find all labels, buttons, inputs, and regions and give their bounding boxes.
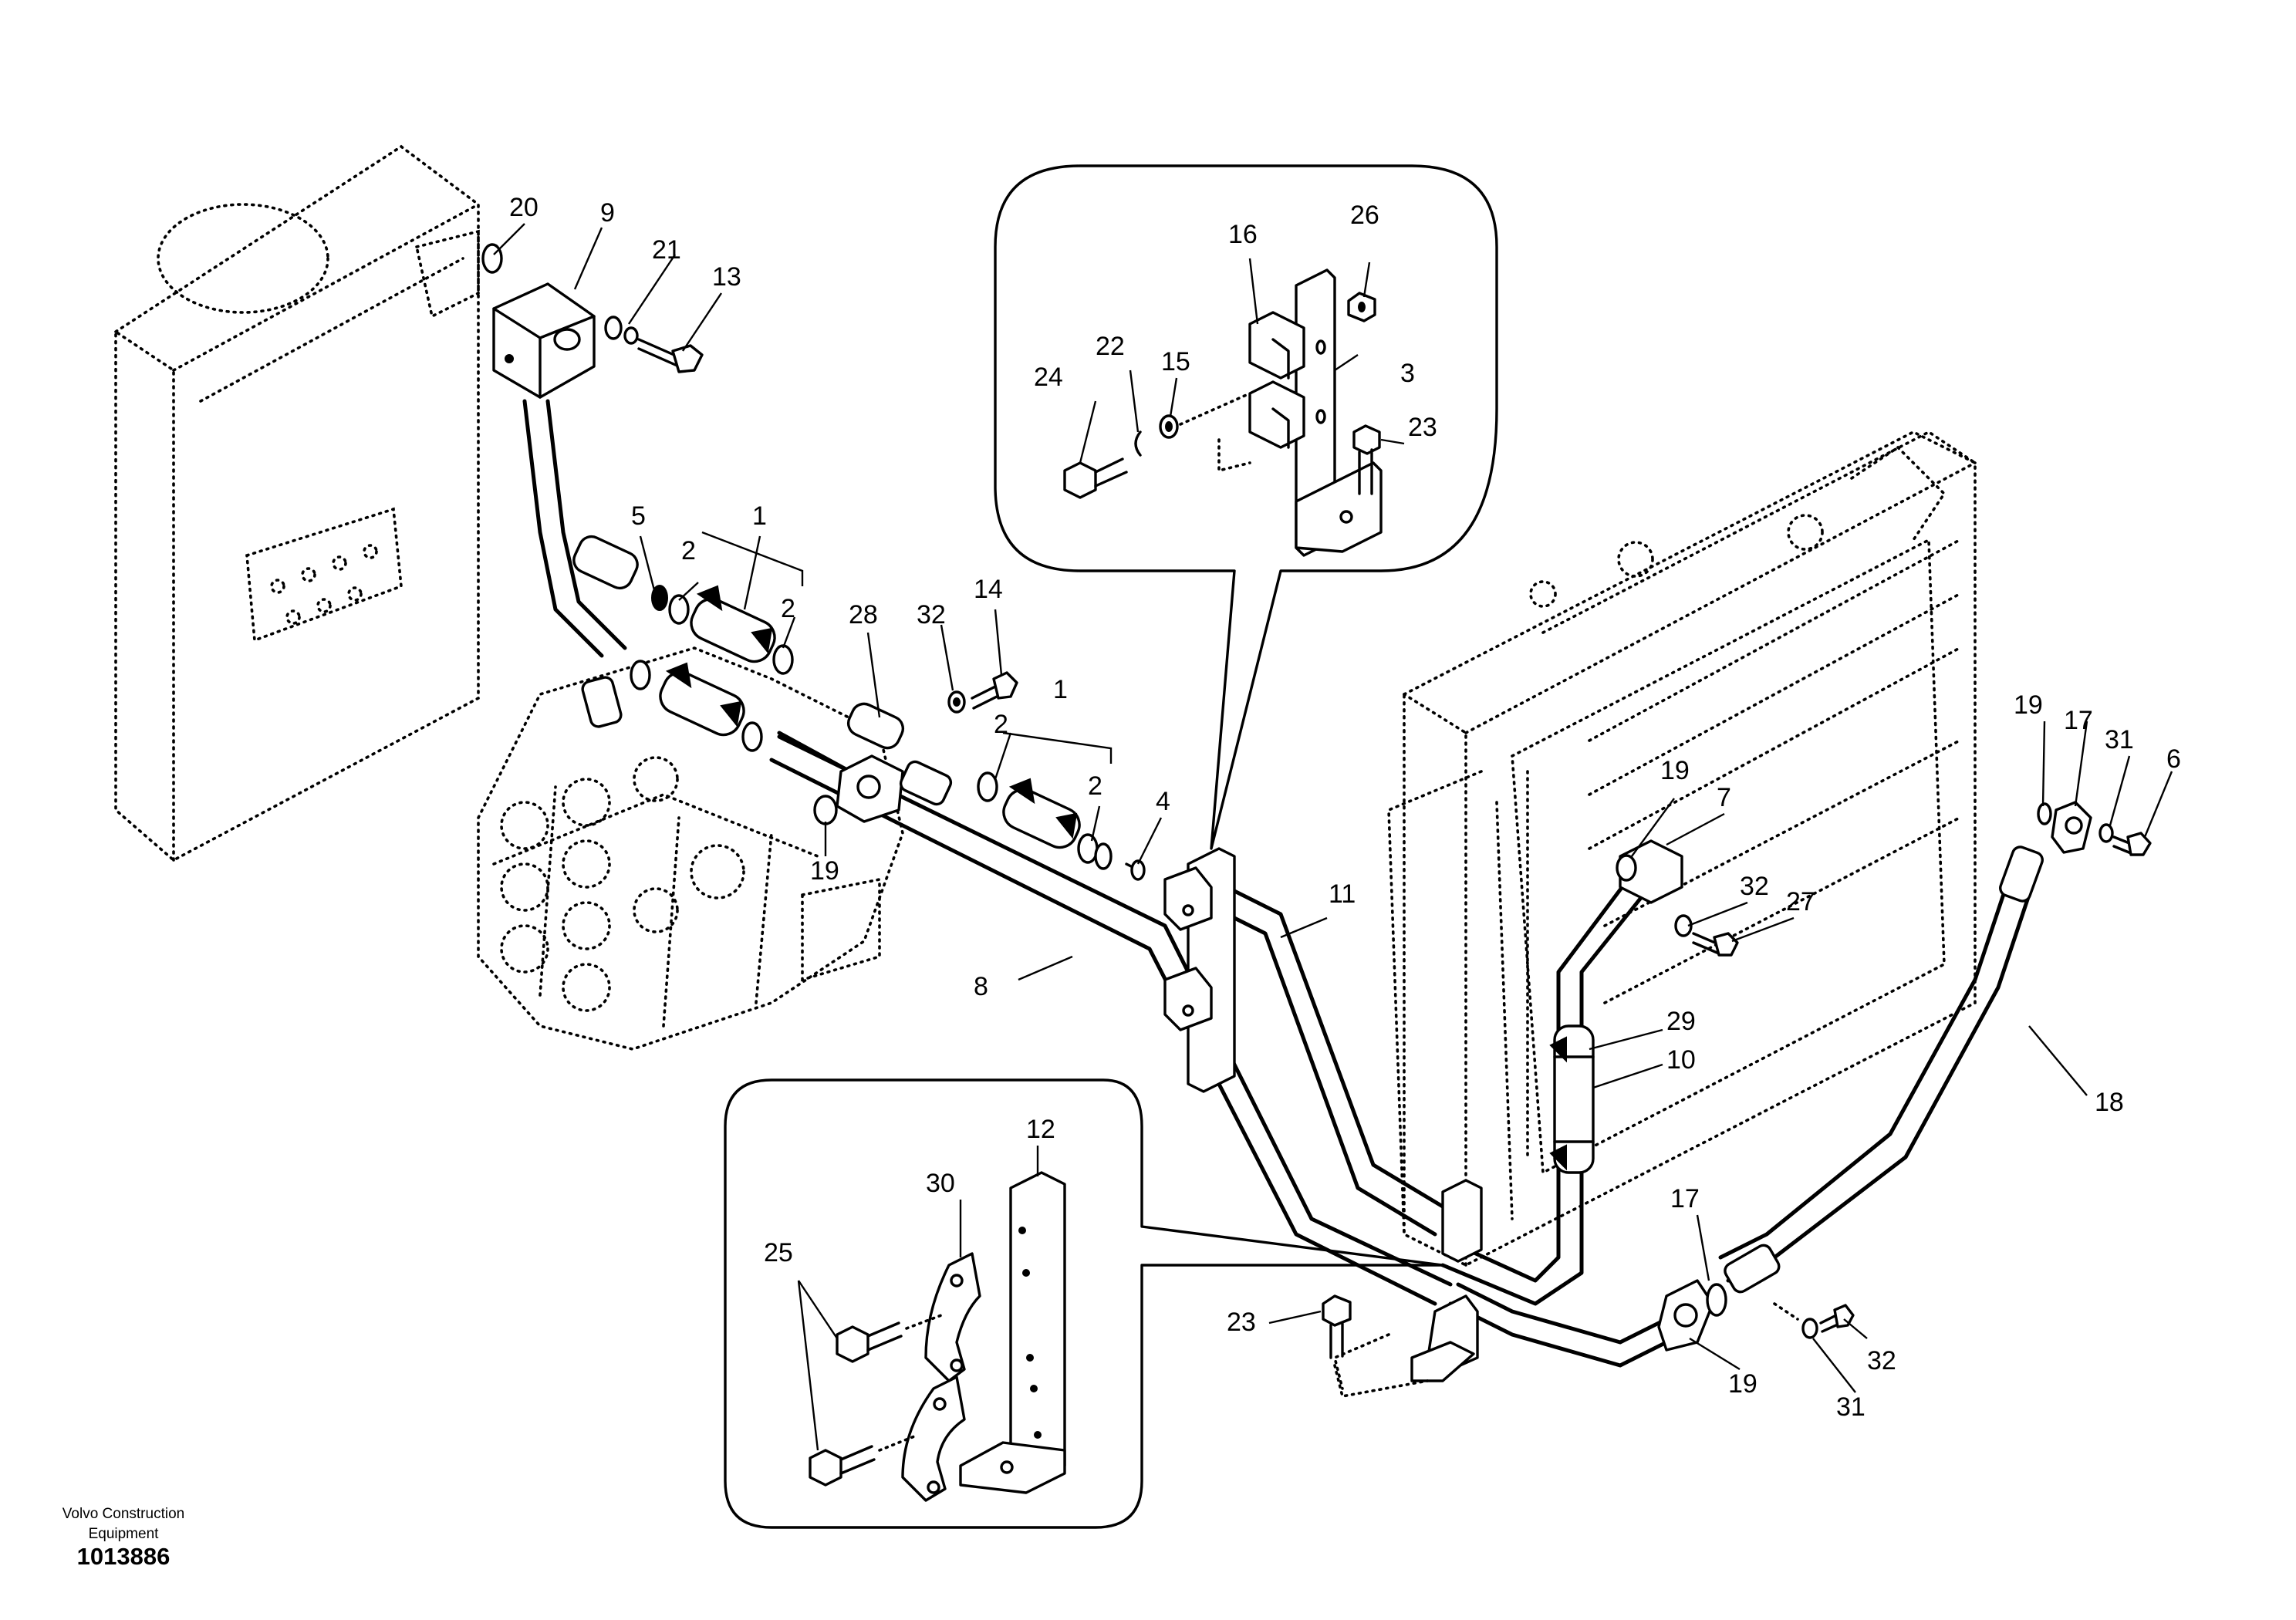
callout-5: 5 [631, 501, 646, 531]
callout-17a: 17 [2064, 706, 2093, 735]
callout-32b: 32 [1740, 872, 1769, 901]
callout-14: 14 [974, 575, 1003, 604]
callout-11: 11 [1329, 879, 1356, 909]
callout-10: 10 [1666, 1045, 1696, 1075]
callout-25: 25 [764, 1238, 793, 1267]
callout-31b: 31 [1836, 1392, 1866, 1422]
callout-2a: 2 [681, 536, 696, 565]
flange-17-upper [2037, 801, 2152, 856]
callout-24: 24 [1034, 363, 1063, 392]
callout-27: 27 [1786, 887, 1815, 916]
callout-19b: 19 [1660, 756, 1690, 785]
callout-4: 4 [1156, 787, 1170, 816]
callout-19a: 19 [810, 856, 839, 886]
callout-labels: 20 9 21 13 5 2 1 2 28 32 14 1 2 2 4 19 8… [509, 193, 2181, 1422]
callout-1a: 1 [752, 501, 767, 531]
callout-12: 12 [1026, 1115, 1055, 1144]
callout-16: 16 [1228, 220, 1258, 249]
callout-26: 26 [1350, 201, 1379, 230]
clamp-bracket-main [1163, 847, 1236, 1093]
bolt-14 [947, 671, 1018, 714]
bolt-13 [604, 316, 704, 373]
callout-23a: 23 [1408, 413, 1437, 442]
hose-assembly-upper [572, 535, 794, 675]
bolt-32-lower [1773, 1302, 1855, 1339]
clamp-bracket-lower [1332, 1179, 1483, 1390]
drawing-number: 1013886 [76, 1543, 171, 1570]
callout-30: 30 [926, 1169, 955, 1198]
callout-23b: 23 [1227, 1308, 1256, 1337]
callout-19c: 19 [2014, 690, 2043, 720]
callout-19d: 19 [1728, 1369, 1757, 1399]
callout-9: 9 [600, 198, 615, 228]
callout-1b: 1 [1053, 675, 1068, 704]
callout-8: 8 [974, 972, 988, 1001]
callout-32a: 32 [917, 600, 946, 629]
callout-32c: 32 [1867, 1346, 1896, 1375]
callout-3: 3 [1400, 359, 1415, 388]
callout-22: 22 [1096, 332, 1125, 361]
publisher-line-2: Equipment [88, 1526, 159, 1542]
callout-20: 20 [509, 193, 539, 222]
callout-2b: 2 [781, 594, 795, 623]
detail-inset-lower [724, 1078, 1444, 1529]
callout-2d: 2 [1088, 771, 1102, 801]
publisher-line-1: Volvo Construction [62, 1506, 185, 1522]
callout-15: 15 [1161, 347, 1190, 376]
callout-7: 7 [1717, 783, 1731, 812]
hose-assembly-lower-left [581, 660, 763, 752]
leader-lines [493, 223, 2173, 1451]
callout-18: 18 [2095, 1088, 2124, 1117]
bolt-23-lower [1322, 1294, 1429, 1399]
callout-6: 6 [2166, 744, 2181, 774]
callout-21: 21 [652, 235, 681, 265]
fitting-28 [813, 702, 953, 825]
callout-29: 29 [1666, 1007, 1696, 1036]
pipes [522, 399, 2044, 1368]
callout-31a: 31 [2105, 725, 2134, 754]
flange-17-lower [1657, 1279, 1727, 1352]
publisher-name: Volvo Construction Equipment [31, 1504, 216, 1544]
callout-28: 28 [849, 600, 878, 629]
callout-17b: 17 [1670, 1184, 1700, 1213]
oil-cooler [1387, 430, 1977, 1267]
control-valve-block [477, 646, 904, 1051]
callout-13: 13 [712, 262, 741, 292]
block-9 [481, 243, 596, 399]
clamp-7 [1616, 839, 1739, 957]
callout-2c: 2 [994, 710, 1008, 739]
sleeve-29 [1549, 1024, 1595, 1174]
detail-inset-upper [994, 164, 1498, 850]
hydraulic-tank [114, 144, 480, 862]
hose-assembly-lower-right [977, 771, 1146, 881]
